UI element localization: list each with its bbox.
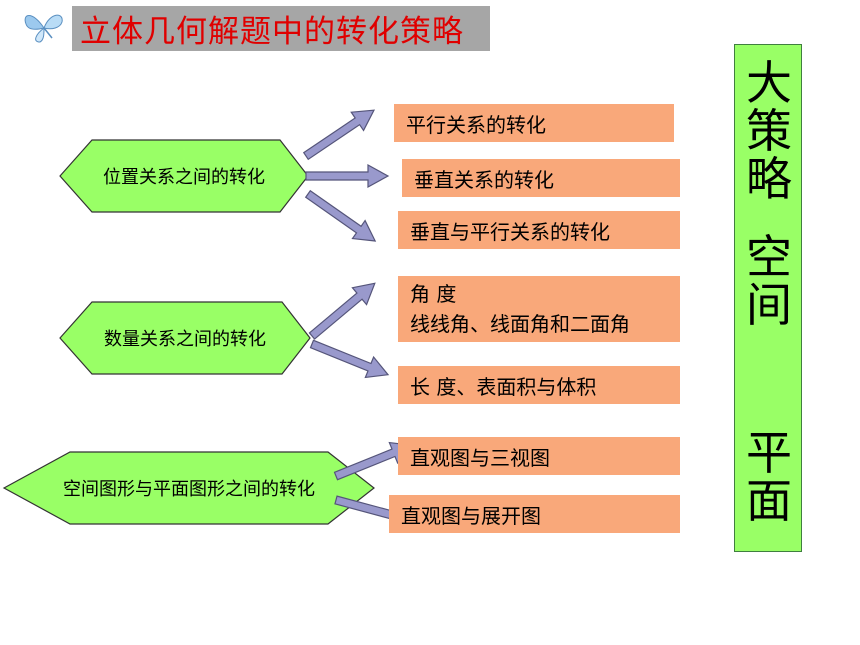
group-label-quantity: 数量关系之间的转化 (104, 329, 266, 350)
side-plane-char: 面 (746, 474, 792, 528)
item-length-area-volume: 长 度、表面积与体积 (398, 366, 680, 404)
item-intuitive-three-view: 直观图与三视图 (398, 437, 680, 475)
group-label-space-plane: 空间图形与平面图形之间的转化 (63, 479, 315, 500)
group-label-position: 位置关系之间的转化 (103, 167, 265, 188)
side-heading-char: 策 (746, 104, 792, 158)
arrow-1-up (299, 100, 381, 166)
item-intuitive-unfold: 直观图与展开图 (389, 495, 680, 533)
item-parallel-transform: 平行关系的转化 (394, 104, 674, 142)
butterfly-icon (24, 14, 63, 43)
arrow-1-mid (305, 164, 389, 188)
hexagon-quantity-relation (59, 301, 311, 375)
side-heading-char: 略 (746, 152, 792, 206)
arrow-2-up (304, 274, 383, 346)
item-perp-parallel-transform: 垂直与平行关系的转化 (398, 211, 680, 249)
arrow-2-down (307, 333, 393, 386)
side-plane-char: 平 (746, 426, 792, 480)
side-space-char: 空 (746, 230, 792, 284)
strategy-side-panel: 大 策 略 空 间 平 面 (734, 44, 802, 552)
arrow-1-down (301, 184, 383, 251)
side-heading-char: 大 (746, 56, 792, 110)
title-bar: 立体几何解题中的转化策略 (72, 6, 490, 51)
item-angle: 角 度 线线角、线面角和二面角 (398, 276, 680, 342)
page-title: 立体几何解题中的转化策略 (80, 14, 464, 50)
item-perpendicular-transform: 垂直关系的转化 (402, 159, 680, 197)
hexagon-space-plane (2, 451, 375, 525)
side-space-char: 间 (746, 278, 792, 332)
